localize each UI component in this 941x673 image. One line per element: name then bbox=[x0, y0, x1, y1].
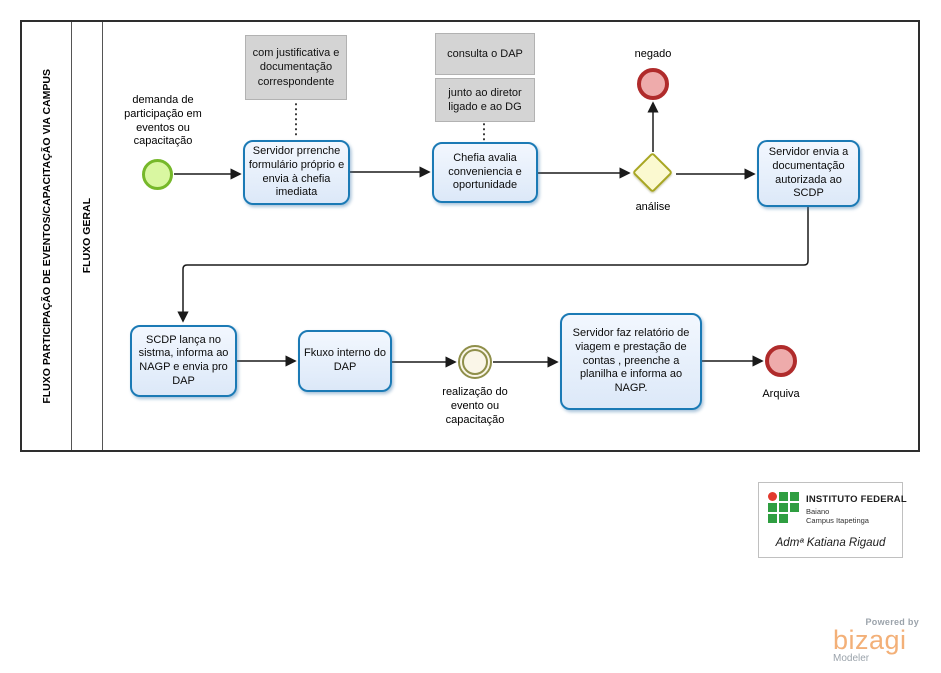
task-label: Chefia avalia conveniencia e oportunidad… bbox=[448, 151, 522, 192]
instituto-federal-logo-icon bbox=[768, 492, 801, 525]
bizagi-logo: bizagi bbox=[833, 625, 907, 655]
annotation-consulta-dap[interactable]: consulta o DAP bbox=[435, 33, 535, 75]
end-event-negado-label: negado bbox=[634, 48, 672, 60]
logo-red-dot bbox=[768, 492, 777, 501]
task-chefia-avalia[interactable]: Chefia avalia conveniencia e oportunidad… bbox=[432, 142, 538, 203]
lane-header: FLUXO GERAL bbox=[72, 22, 103, 450]
task-fluxo-interno-dap[interactable]: Fkuxo interno do DAP bbox=[298, 330, 392, 392]
task-label: Servidor prrenche formulário próprio e e… bbox=[248, 145, 345, 199]
institution-sub1: Baiano bbox=[806, 507, 830, 516]
intermediate-event-label: realização do evento ou capacitação bbox=[442, 386, 508, 426]
task-label: Servidor envia a documentação autorizada… bbox=[768, 146, 849, 200]
signature-text: Admª Katiana Rigaud bbox=[775, 537, 886, 549]
task-servidor-preenche[interactable]: Servidor prrenche formulário próprio e e… bbox=[243, 140, 350, 205]
task-label: Fkuxo interno do DAP bbox=[304, 347, 386, 373]
annotation-justificativa[interactable]: com justificativa e documentação corresp… bbox=[245, 35, 347, 100]
task-servidor-envia-scdp[interactable]: Servidor envia a documentação autorizada… bbox=[757, 140, 860, 207]
end-event-arquiva-label: Arquiva bbox=[762, 388, 800, 400]
institution-signature-box: INSTITUTO FEDERAL Baiano Campus Itapetin… bbox=[758, 482, 907, 558]
institution-name: INSTITUTO FEDERAL bbox=[806, 494, 907, 505]
start-event-label: demanda de participação em eventos ou ca… bbox=[124, 94, 202, 148]
annotation-text: com justificativa e documentação corresp… bbox=[252, 47, 340, 88]
end-event-negado[interactable] bbox=[637, 68, 669, 100]
task-label: SCDP lança no sistma, informa ao NAGP e … bbox=[138, 333, 229, 387]
institution-sub2: Campus Itapetinga bbox=[806, 516, 869, 525]
task-scdp-lanca[interactable]: SCDP lança no sistma, informa ao NAGP e … bbox=[130, 325, 237, 397]
powered-by-label: Powered by bbox=[865, 617, 919, 627]
annotation-junto-diretor[interactable]: junto ao diretor ligado e ao DG bbox=[435, 78, 535, 122]
annotation-text: consulta o DAP bbox=[447, 47, 523, 60]
task-servidor-relatorio[interactable]: Servidor faz relatório de viagem e prest… bbox=[560, 313, 702, 410]
pool-title: FLUXO PARTICIPAÇÃO DE EVENTOS/CAPACITAÇÃ… bbox=[40, 68, 53, 404]
bizagi-product-label: Modeler bbox=[833, 653, 870, 664]
start-event[interactable] bbox=[142, 159, 173, 190]
end-event-arquiva[interactable] bbox=[765, 345, 797, 377]
pool-header: FLUXO PARTICIPAÇÃO DE EVENTOS/CAPACITAÇÃ… bbox=[22, 22, 72, 450]
gateway-label: análise bbox=[635, 201, 671, 213]
intermediate-event[interactable] bbox=[458, 345, 492, 379]
task-label: Servidor faz relatório de viagem e prest… bbox=[572, 327, 690, 395]
intermediate-event-ring bbox=[462, 349, 488, 375]
bizagi-branding: Powered by bizagi Modeler bbox=[833, 617, 919, 664]
annotation-text: junto ao diretor ligado e ao DG bbox=[448, 86, 522, 113]
lane-title: FLUXO GERAL bbox=[81, 198, 93, 274]
